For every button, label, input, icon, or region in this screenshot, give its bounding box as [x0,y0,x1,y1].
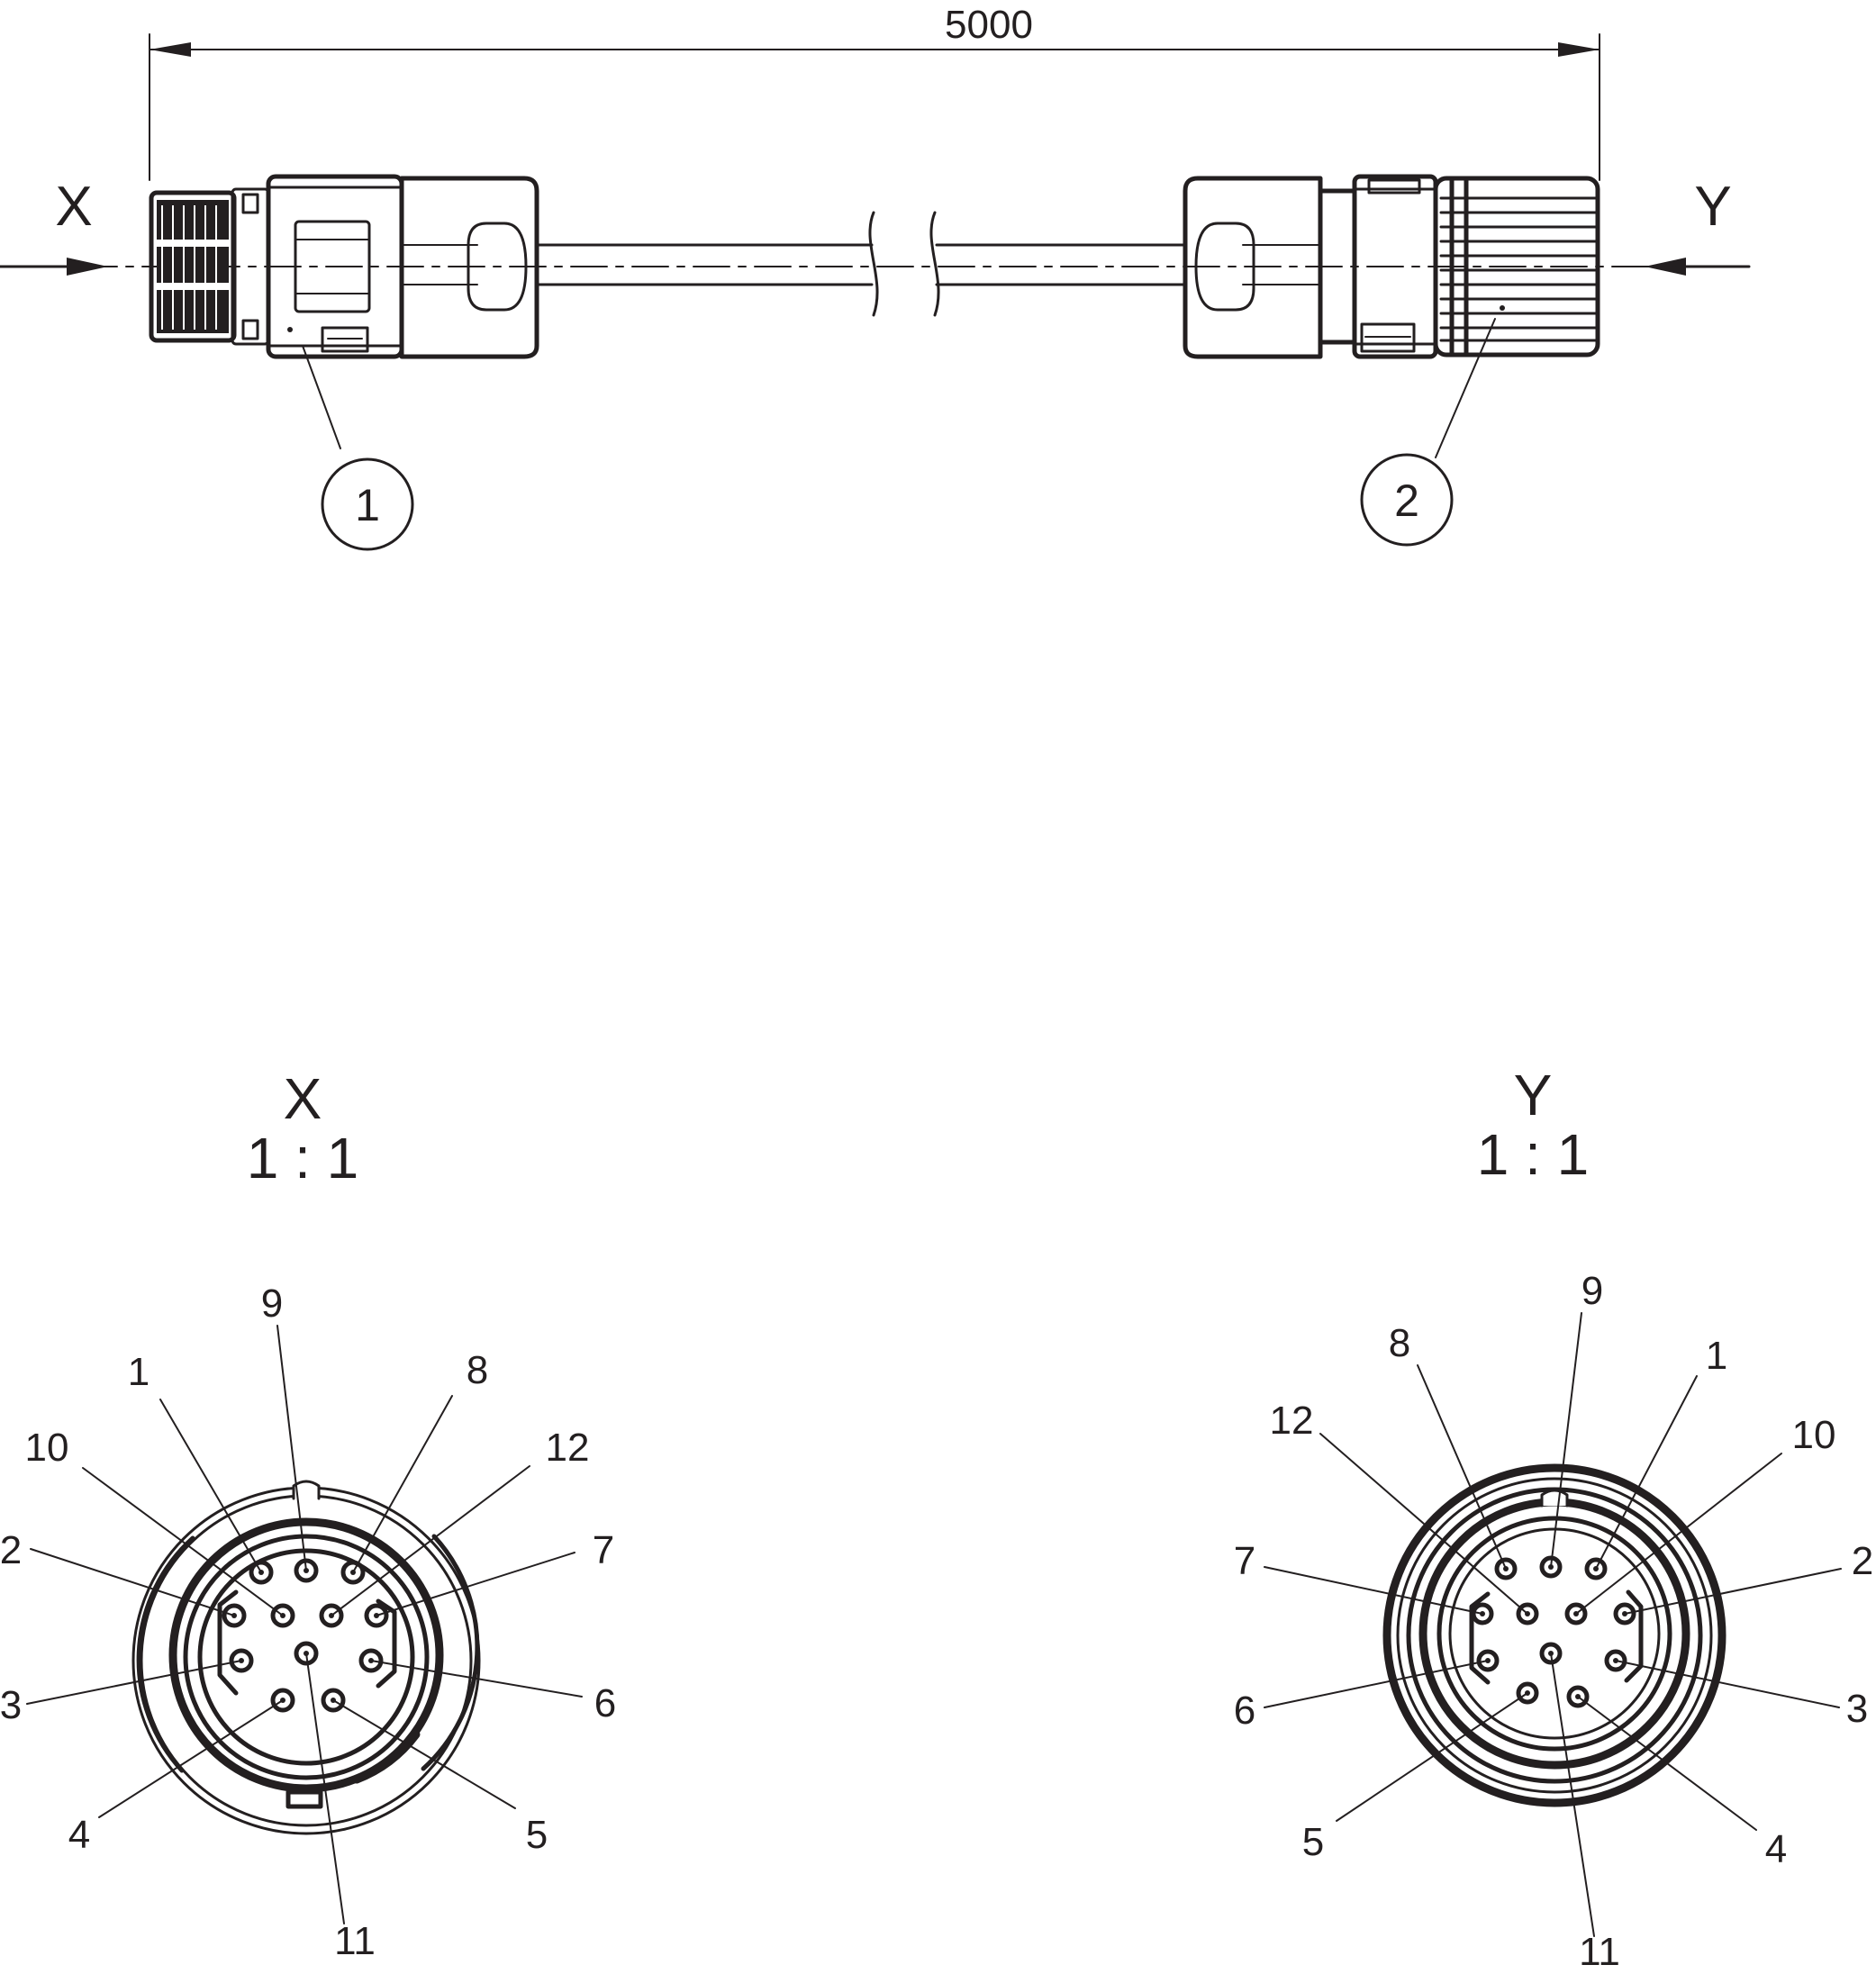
pin-x-1 [249,1560,274,1585]
pin-x-12 [319,1603,344,1628]
connector-2-female [1183,174,1600,458]
pin-label-x-7: 7 [593,1528,614,1572]
pin-label-x-1: 1 [128,1350,150,1394]
pin-y-8 [1494,1557,1518,1580]
pin-label-y-8: 8 [1389,1321,1410,1365]
view-marker-y-label: Y [1694,176,1731,238]
pin-label-x-10: 10 [25,1426,69,1470]
pin-label-x-3: 3 [0,1683,22,1727]
connector-1-male [149,174,539,449]
pin-label-y-1: 1 [1706,1334,1727,1378]
view-marker-x-label: X [55,176,92,238]
pin-y-5 [1516,1681,1539,1705]
detail-view-x-scale: 1 : 1 [247,1126,359,1191]
pin-x-6 [358,1648,384,1673]
pin-y-2 [1613,1602,1636,1625]
pin-y-10 [1564,1602,1588,1625]
dimension-value: 5000 [945,3,1033,47]
pins-y: 9 8 1 12 10 7 2 6 3 5 4 11 [1234,1269,1873,1974]
pin-x-3 [229,1648,254,1673]
dimension-arrow-right [1558,42,1600,57]
pin-label-y-10: 10 [1792,1413,1836,1457]
pin-label-x-2: 2 [0,1528,22,1572]
pin-label-y-11: 11 [1579,1930,1620,1974]
callout-2-number: 2 [1394,475,1419,526]
pin-y-12 [1516,1602,1539,1625]
pin-label-x-6: 6 [594,1681,616,1725]
pin-x-7 [364,1603,389,1628]
pin-label-y-6: 6 [1234,1689,1255,1733]
pin-x-8 [340,1560,366,1585]
pin-label-y-5: 5 [1302,1820,1324,1864]
connector-y-face [1382,1463,1726,1807]
pin-label-x-9: 9 [261,1281,283,1326]
pin-label-y-12: 12 [1270,1399,1314,1443]
pin-label-y-3: 3 [1846,1687,1868,1731]
connector-x-face [131,1480,481,1835]
pin-y-7 [1471,1602,1494,1625]
view-marker-x: X [0,176,108,276]
pin-x-5 [321,1688,346,1713]
dimension-arrow-left [150,42,191,57]
overall-dimension: 5000 [149,3,1600,181]
pin-y-3 [1604,1649,1627,1672]
detail-view-y-title: Y [1514,1063,1553,1127]
pin-y-9 [1539,1555,1563,1579]
pin-x-4 [270,1688,295,1713]
callout-1: 1 [321,457,414,551]
detail-view-y-scale: 1 : 1 [1477,1122,1590,1187]
pin-label-x-11: 11 [334,1919,376,1963]
pin-label-y-7: 7 [1234,1539,1255,1583]
pin-label-x-12: 12 [546,1426,590,1470]
pin-y-6 [1476,1649,1500,1672]
view-marker-y: Y [1645,176,1751,276]
pin-label-y-4: 4 [1765,1827,1787,1871]
pins-x: 9 1 8 10 12 2 7 3 6 4 5 11 [0,1281,616,1963]
pin-x-11 [294,1641,319,1666]
pin-label-x-5: 5 [526,1813,548,1857]
thread-pattern [157,200,229,333]
detail-view-y: Y 1 : 1 [1234,1063,1873,1974]
detail-view-x-title: X [284,1066,322,1131]
callout-1-number: 1 [355,480,380,530]
detail-view-x: X 1 : 1 [0,1066,616,1963]
callout-2: 2 [1360,453,1454,547]
cable [80,211,1676,317]
pin-y-11 [1539,1642,1563,1665]
pin-y-4 [1566,1685,1590,1708]
pin-y-1 [1584,1557,1608,1580]
pin-label-y-9: 9 [1581,1269,1603,1313]
pin-label-x-8: 8 [467,1348,488,1392]
pin-x-10 [270,1603,295,1628]
pin-label-y-2: 2 [1852,1539,1873,1583]
pin-label-x-4: 4 [68,1813,90,1857]
pin-x-2 [222,1603,247,1628]
knurl-pattern [1439,177,1598,356]
pin-x-9 [294,1558,319,1583]
